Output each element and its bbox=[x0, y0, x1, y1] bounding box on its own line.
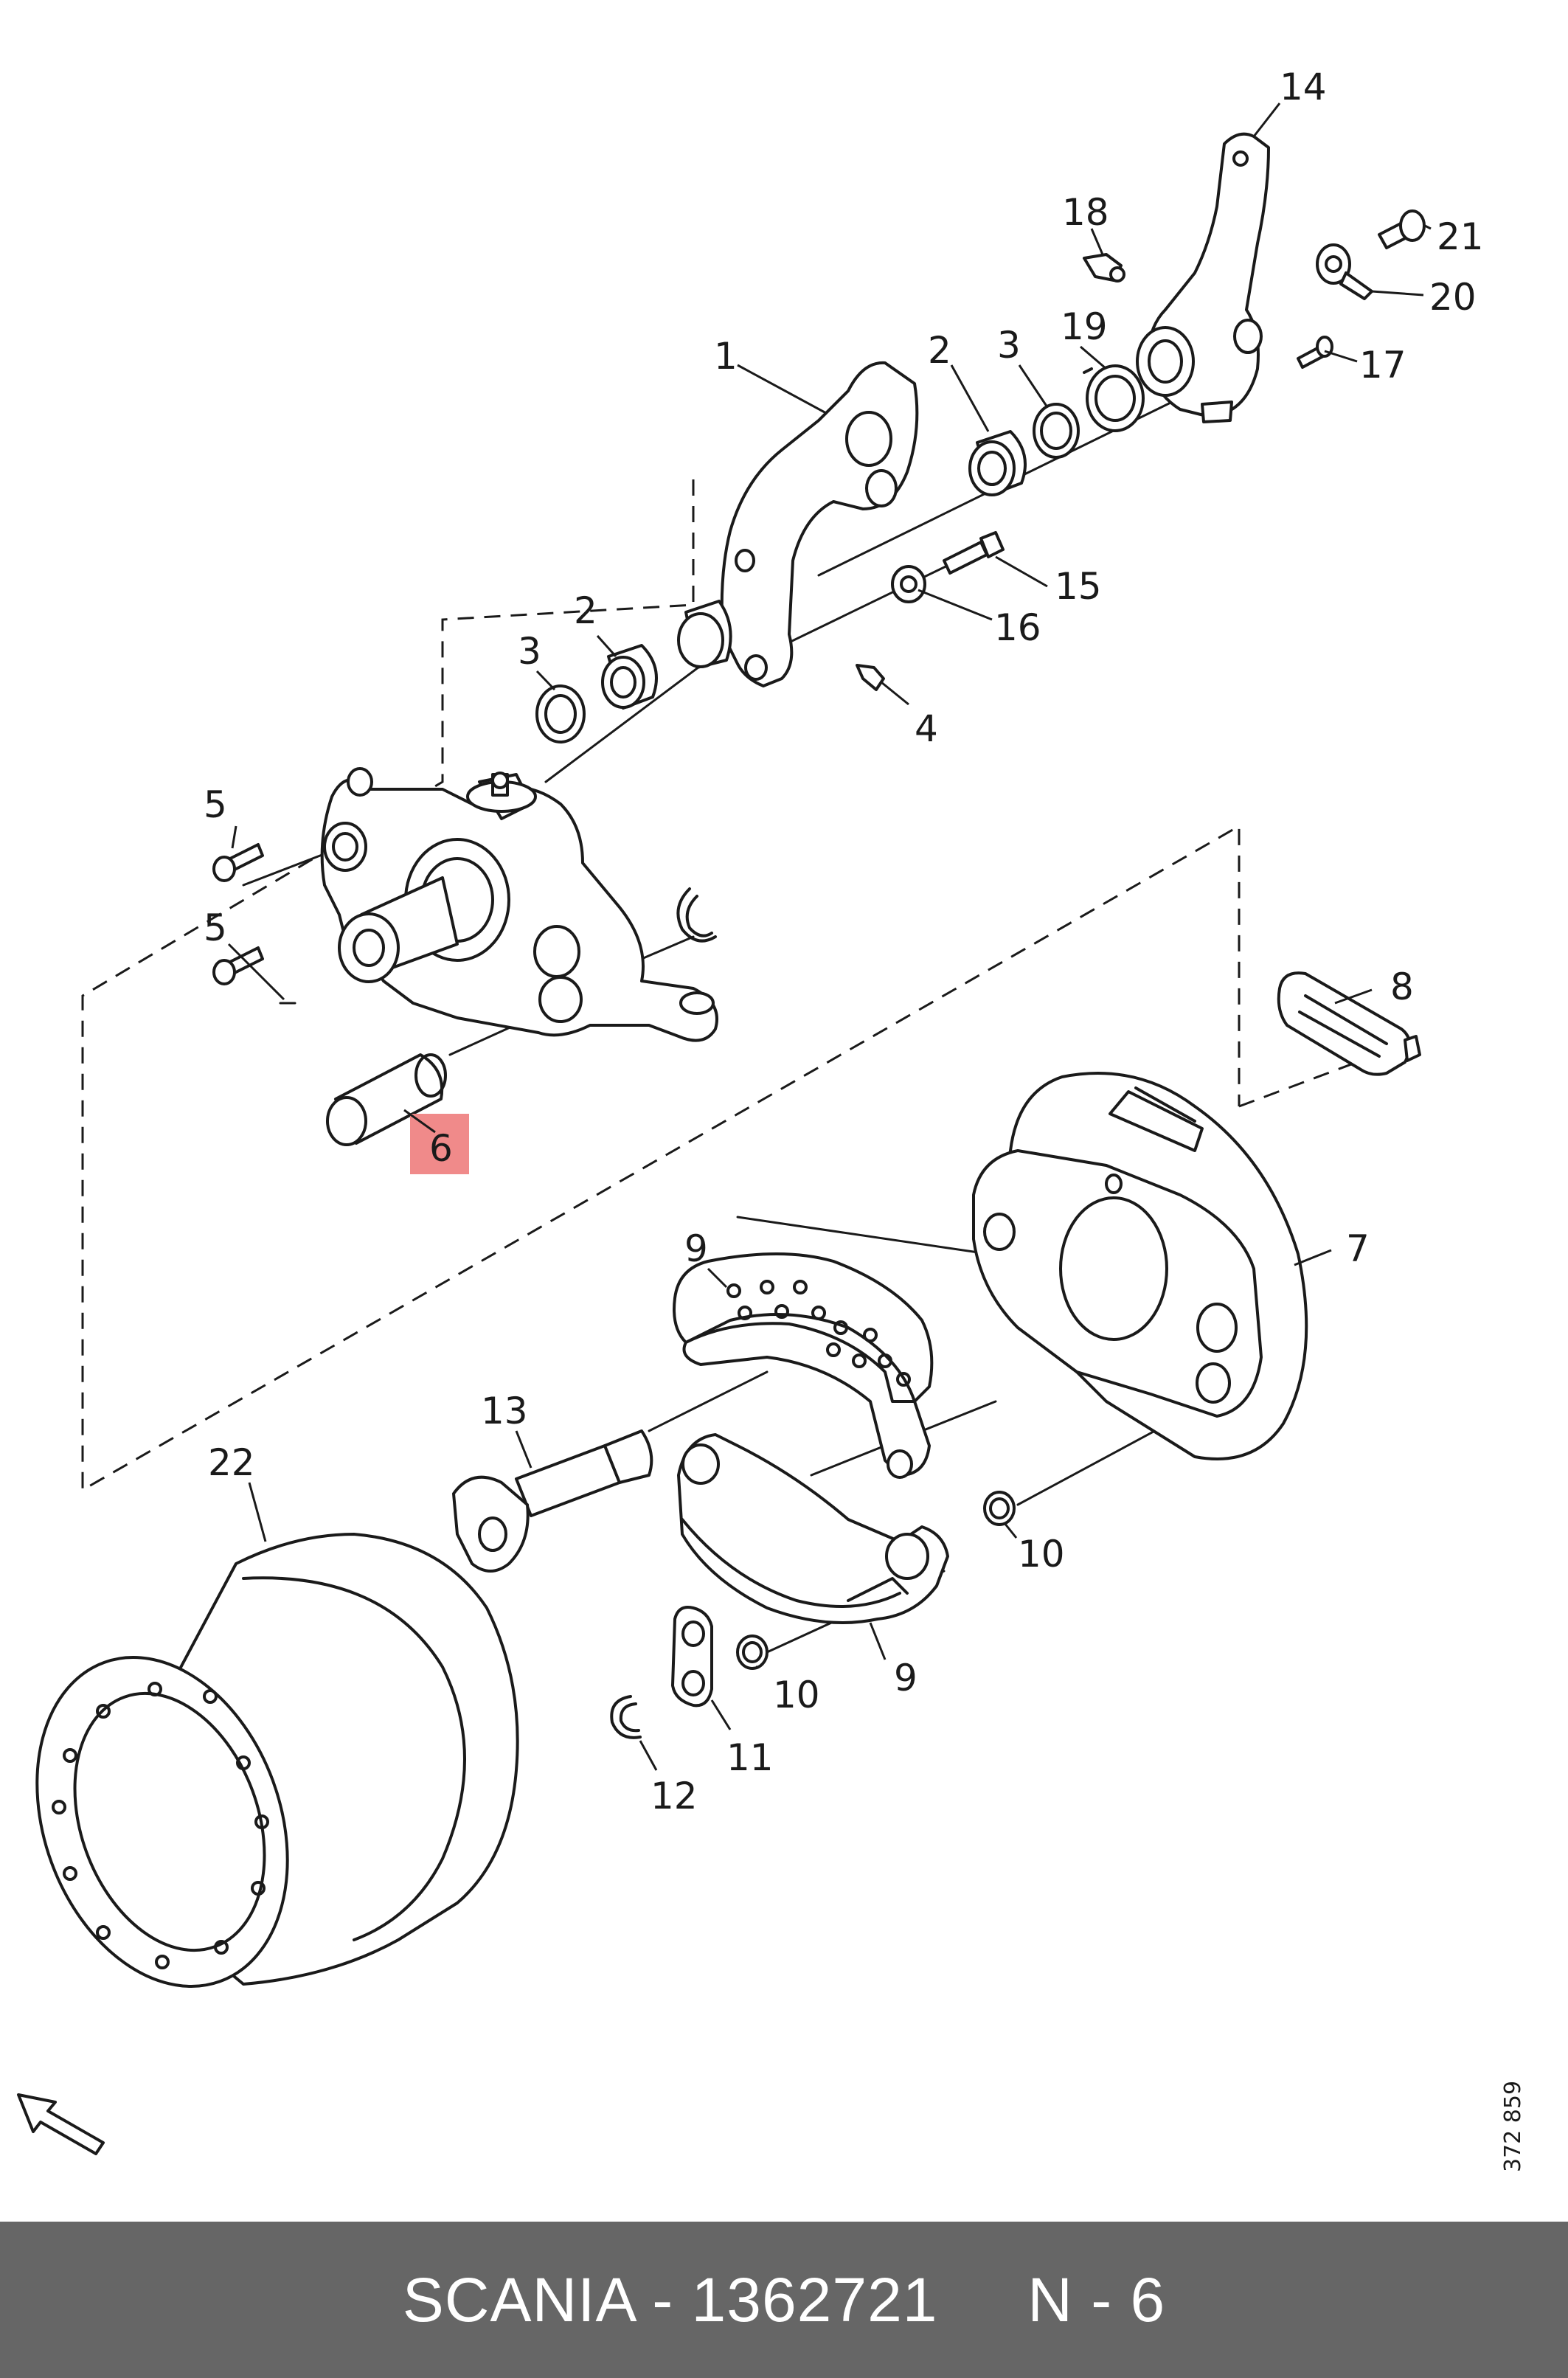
callout-1: 1 bbox=[714, 335, 738, 378]
callout-6: 6 bbox=[429, 1127, 453, 1170]
bolt-17 bbox=[1297, 336, 1333, 369]
callout-16: 16 bbox=[994, 606, 1041, 649]
bolt-21 bbox=[1378, 209, 1426, 249]
leader-lines bbox=[227, 103, 1432, 1771]
callout-21: 21 bbox=[1437, 215, 1484, 258]
circlip-knuckle bbox=[676, 887, 717, 943]
cam-shaft-13 bbox=[452, 1429, 653, 1573]
callout-10-upper: 10 bbox=[1018, 1533, 1065, 1575]
bolt-5-lower bbox=[212, 946, 264, 985]
callout-18: 18 bbox=[1062, 191, 1109, 234]
exploded-parts-diagram: 1 2 3 2 3 4 5 5 6 7 8 9 9 10 10 11 12 13… bbox=[17, 66, 1484, 2155]
callout-12: 12 bbox=[651, 1775, 698, 1817]
callout-22: 22 bbox=[208, 1441, 255, 1484]
callout-3-upper: 3 bbox=[997, 324, 1021, 367]
callout-17: 17 bbox=[1359, 344, 1406, 386]
highlight-box bbox=[410, 1114, 469, 1174]
brake-shoe-9-lower bbox=[677, 1433, 949, 1624]
callout-13: 13 bbox=[481, 1390, 528, 1432]
assembly-boundary-upper bbox=[81, 479, 1241, 1492]
grease-nipple-4 bbox=[856, 664, 885, 691]
callout-3-lower: 3 bbox=[518, 630, 541, 673]
callout-5-upper: 5 bbox=[204, 783, 227, 826]
callout-9-upper: 9 bbox=[684, 1227, 708, 1270]
ring-10-lower bbox=[736, 1635, 769, 1670]
link-11 bbox=[671, 1606, 713, 1708]
callout-8: 8 bbox=[1390, 966, 1414, 1008]
bolt-5-upper bbox=[212, 843, 264, 882]
callout-2-upper: 2 bbox=[928, 329, 951, 372]
callout-10-lower: 10 bbox=[773, 1674, 820, 1716]
callout-9-lower: 9 bbox=[894, 1657, 917, 1699]
pin-6 bbox=[326, 1053, 447, 1146]
orientation-arrow-icon bbox=[17, 2093, 105, 2155]
callout-labels: 1 2 3 2 3 4 5 5 6 7 8 9 9 10 10 11 12 13… bbox=[204, 66, 1484, 1817]
callout-14: 14 bbox=[1280, 66, 1327, 108]
callout-20: 20 bbox=[1429, 276, 1477, 319]
drawing-code: 372 859 bbox=[1500, 2080, 1526, 2172]
bushing-2-upper bbox=[968, 430, 1027, 496]
assembly-boundary-right bbox=[1238, 1061, 1358, 1108]
steering-knuckle bbox=[320, 767, 718, 1042]
footer-bar: SCANIA - 1362721 N - 6 bbox=[0, 2222, 1568, 2378]
callout-5-lower: 5 bbox=[204, 907, 227, 949]
steering-lever bbox=[677, 361, 919, 687]
bushing-2-lower bbox=[601, 644, 658, 710]
cover-plate-8 bbox=[1277, 971, 1421, 1076]
brake-drum-22 bbox=[35, 1533, 519, 1988]
grease-nipple-top bbox=[1083, 253, 1125, 282]
backing-plate-7 bbox=[972, 1072, 1308, 1460]
callout-19: 19 bbox=[1061, 305, 1108, 348]
callout-2-lower: 2 bbox=[574, 589, 597, 632]
ring-3-lower bbox=[535, 684, 586, 743]
footer-title: SCANIA - 1362721 N - 6 bbox=[402, 2264, 1166, 2334]
nut-16 bbox=[891, 565, 926, 603]
circlip-12 bbox=[610, 1695, 642, 1739]
bolt-15 bbox=[943, 531, 1005, 575]
ring-3-upper bbox=[1033, 403, 1080, 459]
callout-4: 4 bbox=[915, 707, 938, 750]
callout-7: 7 bbox=[1346, 1227, 1370, 1270]
seal-19 bbox=[1083, 364, 1145, 432]
ring-10-upper bbox=[983, 1491, 1016, 1526]
slack-adjuster-arm bbox=[1136, 132, 1270, 423]
brake-shoe-9-upper bbox=[673, 1252, 934, 1479]
clevis-20 bbox=[1316, 243, 1373, 300]
callout-15: 15 bbox=[1055, 565, 1102, 608]
callout-11: 11 bbox=[726, 1736, 774, 1779]
